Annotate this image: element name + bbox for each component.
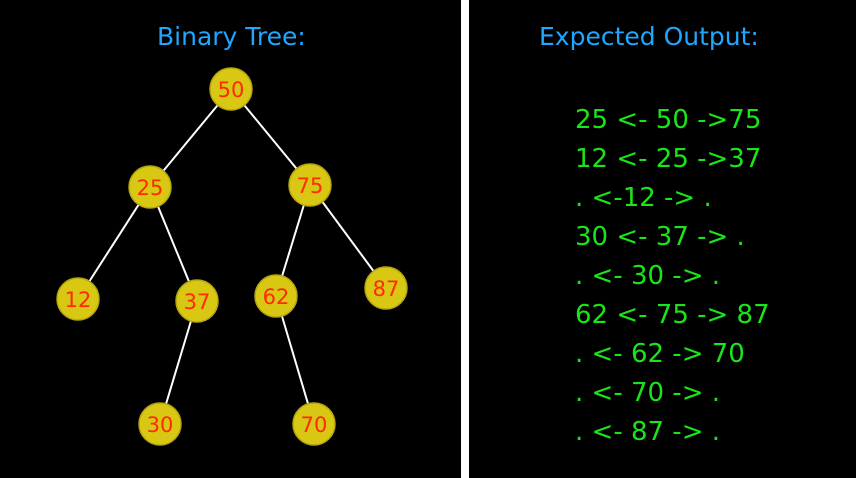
panel-divider	[461, 0, 469, 478]
tree-node-label: 50	[218, 78, 245, 102]
tree-node-label: 37	[184, 290, 211, 314]
tree-node: 62	[254, 274, 298, 318]
output-line: 25 <- 50 ->75	[575, 105, 762, 135]
tree-node-circle	[138, 402, 182, 446]
tree-node: 12	[56, 277, 100, 321]
tree-node-label: 12	[65, 288, 92, 312]
output-line: 30 <- 37 -> .	[575, 222, 745, 252]
tree-node: 30	[138, 402, 182, 446]
tree-node-label: 70	[301, 413, 328, 437]
tree-node-circle	[254, 274, 298, 318]
tree-panel: Binary Tree: 50 25 75 12 37 62 87 30 70	[56, 22, 408, 446]
output-line: . <- 62 -> 70	[575, 339, 745, 369]
output-line: . <- 70 -> .	[575, 378, 721, 408]
tree-node: 87	[364, 266, 408, 310]
tree-node-label: 75	[297, 174, 324, 198]
tree-node-label: 30	[147, 413, 174, 437]
output-line: . <-12 -> .	[575, 183, 712, 213]
tree-node-circle	[175, 279, 219, 323]
tree-node-label: 87	[373, 277, 400, 301]
output-line: . <- 30 -> .	[575, 261, 721, 291]
output-lines: 25 <- 50 ->75 12 <- 25 ->37 . <-12 -> . …	[575, 101, 770, 452]
output-line: . <- 87 -> .	[575, 417, 721, 447]
expected-output-title: Expected Output:	[539, 22, 759, 51]
tree-nodes: 50 25 75 12 37 62 87 30 70	[56, 67, 408, 446]
tree-node-circle	[288, 163, 332, 207]
tree-node-circle	[209, 67, 253, 111]
output-line: 62 <- 75 -> 87	[575, 300, 770, 330]
tree-edge	[77, 186, 151, 300]
tree-edges	[77, 88, 387, 425]
tree-node-circle	[56, 277, 100, 321]
tree-node-circle	[292, 402, 336, 446]
tree-node-label: 25	[137, 176, 164, 200]
binary-tree-title: Binary Tree:	[157, 22, 306, 51]
tree-node: 70	[292, 402, 336, 446]
tree-node: 25	[128, 165, 172, 209]
tree-node-label: 62	[263, 285, 290, 309]
output-line: 12 <- 25 ->37	[575, 144, 762, 174]
tree-node: 50	[209, 67, 253, 111]
binary-tree-diagram: 50 25 75 12 37 62 87 30 70	[56, 67, 408, 446]
tree-edge	[275, 295, 315, 425]
tree-node-circle	[364, 266, 408, 310]
tree-node: 37	[175, 279, 219, 323]
tree-node: 75	[288, 163, 332, 207]
tree-node-circle	[128, 165, 172, 209]
output-panel: Expected Output: 25 <- 50 ->75 12 <- 25 …	[469, 0, 856, 478]
